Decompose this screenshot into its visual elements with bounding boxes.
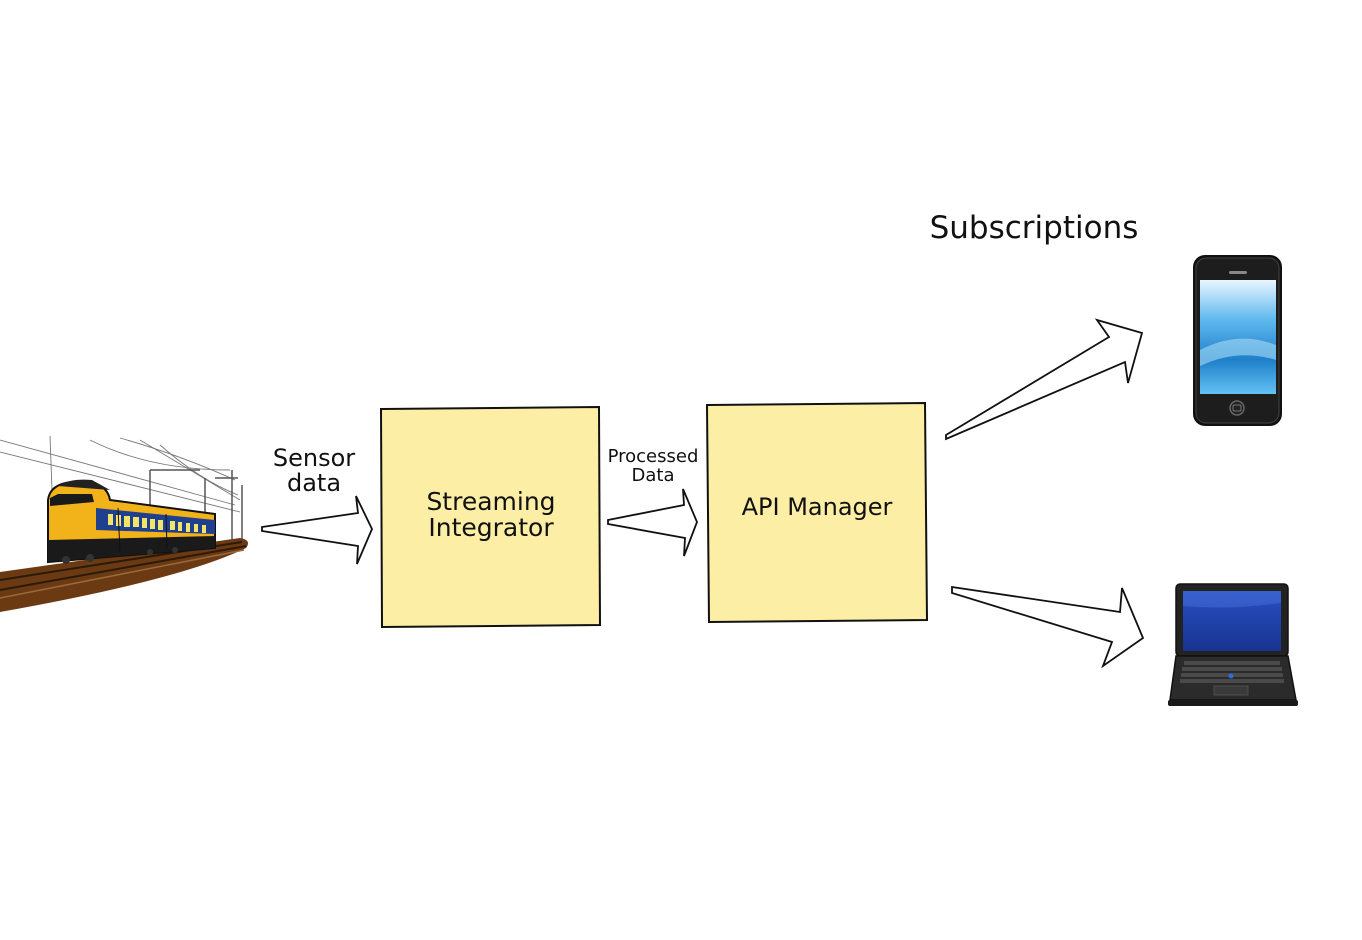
subscriptions-label: Subscriptions — [929, 210, 1139, 246]
laptop-icon — [1168, 583, 1298, 706]
phone-arrow — [945, 318, 1144, 441]
sensor-data-label: Sensor data — [268, 444, 360, 498]
streaming-integrator-box — [379, 405, 602, 629]
api-manager-label: API Manager — [741, 493, 893, 521]
processed-data-label: Processed Data — [600, 446, 706, 486]
train-icon — [0, 435, 248, 612]
processed-label-line2: Data — [631, 464, 675, 486]
smartphone-icon — [1193, 255, 1282, 426]
streaming-integrator-label: Streaming Integrator — [381, 487, 601, 543]
streaming-line2: Integrator — [428, 513, 554, 543]
sensor-label-line2: data — [286, 469, 342, 498]
processed-label-line1: Processed — [607, 446, 699, 467]
laptop-arrow — [951, 585, 1145, 669]
sensor-label-line1: Sensor — [272, 444, 356, 472]
sensor-data-arrow — [261, 495, 373, 565]
api-manager-box — [705, 401, 929, 624]
processed-data-arrow — [607, 488, 698, 557]
streaming-line1: Streaming — [426, 487, 556, 516]
